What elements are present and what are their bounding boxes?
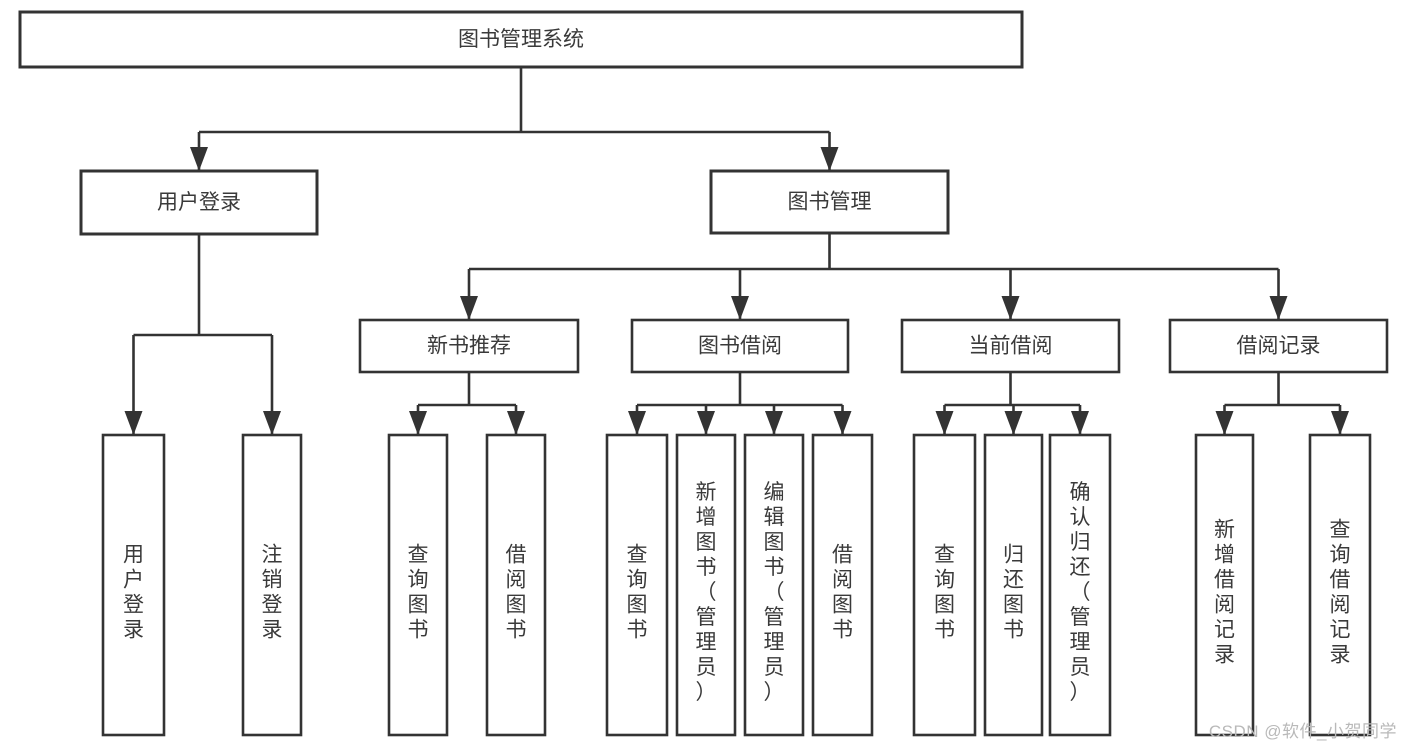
arrow-head — [1215, 411, 1234, 435]
arrow-head — [460, 296, 478, 320]
node-label: 查询图书 — [934, 544, 955, 642]
node-leaf-logout[interactable]: 注销登录 — [241, 433, 303, 737]
node-label: 用户登录 — [157, 191, 241, 214]
edge-group-book-borrow — [628, 372, 852, 435]
edge-group-user-login — [124, 234, 281, 435]
edge-group-new-book-rec — [409, 372, 525, 435]
node-label: 注销登录 — [262, 544, 283, 642]
arrow-head — [935, 411, 954, 435]
arrow-head — [833, 411, 852, 435]
node-leaf-edit-book[interactable]: 编辑图书（管理员） — [743, 433, 805, 737]
arrow-head — [190, 147, 208, 171]
edge-group-current-borrow — [935, 372, 1089, 435]
node-box[interactable] — [912, 433, 977, 737]
node-label: 当前借阅 — [969, 335, 1053, 358]
node-label: 编辑图书（管理员） — [764, 481, 785, 704]
watermark-text: CSDN @软件_小贺同学 — [1208, 722, 1397, 741]
node-label: 新书推荐 — [427, 335, 511, 358]
node-borrow-record[interactable]: 借阅记录 — [1168, 318, 1389, 374]
arrow-head — [765, 411, 783, 435]
node-label: 图书借阅 — [698, 335, 782, 358]
node-box[interactable] — [675, 433, 737, 737]
arrow-head — [124, 411, 143, 435]
node-label: 借阅图书 — [506, 544, 527, 642]
arrow-head — [820, 147, 839, 171]
node-box[interactable] — [358, 318, 580, 374]
node-user-login[interactable]: 用户登录 — [79, 169, 319, 236]
node-label: 查询图书 — [627, 544, 648, 642]
node-label: 图书管理系统 — [458, 28, 584, 51]
node-box[interactable] — [900, 318, 1121, 374]
node-box[interactable] — [605, 433, 669, 737]
node-box[interactable] — [101, 433, 166, 737]
node-new-book-rec[interactable]: 新书推荐 — [358, 318, 580, 374]
node-box[interactable] — [811, 433, 874, 737]
arrow-head — [1331, 411, 1349, 435]
arrow-head — [409, 411, 427, 435]
node-leaf-borrow-book-1[interactable]: 借阅图书 — [485, 433, 547, 737]
node-book-borrow[interactable]: 图书借阅 — [630, 318, 850, 374]
edge-group-book-manage — [460, 233, 1288, 320]
edges-layer — [124, 67, 1349, 435]
node-label: 图书管理 — [788, 191, 872, 214]
node-label: 查询借阅记录 — [1330, 519, 1351, 667]
node-box[interactable] — [18, 10, 1024, 69]
arrow-head — [1004, 411, 1023, 435]
node-book-manage[interactable]: 图书管理 — [709, 169, 950, 235]
node-box[interactable] — [1168, 318, 1389, 374]
edge-group-borrow-record — [1215, 372, 1349, 435]
arrow-head — [1071, 411, 1089, 435]
node-label: 查询图书 — [408, 544, 429, 642]
node-leaf-query-book-2[interactable]: 查询图书 — [605, 433, 669, 737]
node-current-borrow[interactable]: 当前借阅 — [900, 318, 1121, 374]
arrow-head — [731, 296, 749, 320]
node-leaf-query-book-1[interactable]: 查询图书 — [387, 433, 449, 737]
node-label: 确认归还（管理员） — [1070, 481, 1091, 704]
node-label: 借阅记录 — [1237, 335, 1321, 358]
edge-group-root — [190, 67, 839, 171]
node-label: 归还图书 — [1003, 544, 1024, 642]
node-leaf-confirm-return[interactable]: 确认归还（管理员） — [1048, 433, 1112, 737]
node-box[interactable] — [387, 433, 449, 737]
node-label: 新增图书（管理员） — [696, 481, 717, 704]
node-label: 借阅图书 — [832, 544, 853, 642]
node-box[interactable] — [241, 433, 303, 737]
arrow-head — [1001, 296, 1020, 320]
node-box[interactable] — [983, 433, 1044, 737]
node-box[interactable] — [1308, 433, 1372, 737]
node-leaf-add-record[interactable]: 新增借阅记录 — [1194, 433, 1255, 737]
nodes-layer: 图书管理系统用户登录图书管理新书推荐图书借阅当前借阅借阅记录用户登录注销登录查询… — [18, 10, 1389, 737]
arrow-head — [1269, 296, 1288, 320]
node-box[interactable] — [630, 318, 850, 374]
arrow-head — [628, 411, 646, 435]
node-box[interactable] — [1048, 433, 1112, 737]
node-box[interactable] — [743, 433, 805, 737]
node-box[interactable] — [79, 169, 319, 236]
node-root[interactable]: 图书管理系统 — [18, 10, 1024, 69]
node-label: 用户登录 — [123, 544, 144, 642]
node-box[interactable] — [709, 169, 950, 235]
arrow-head — [263, 411, 281, 435]
node-leaf-borrow-book-2[interactable]: 借阅图书 — [811, 433, 874, 737]
node-box[interactable] — [1194, 433, 1255, 737]
node-leaf-query-book-3[interactable]: 查询图书 — [912, 433, 977, 737]
node-leaf-return-book[interactable]: 归还图书 — [983, 433, 1044, 737]
node-leaf-user-login[interactable]: 用户登录 — [101, 433, 166, 737]
node-leaf-add-book[interactable]: 新增图书（管理员） — [675, 433, 737, 737]
arrow-head — [507, 411, 525, 435]
node-box[interactable] — [485, 433, 547, 737]
arrow-head — [697, 411, 715, 435]
node-label: 新增借阅记录 — [1214, 519, 1235, 667]
node-leaf-query-record[interactable]: 查询借阅记录 — [1308, 433, 1372, 737]
